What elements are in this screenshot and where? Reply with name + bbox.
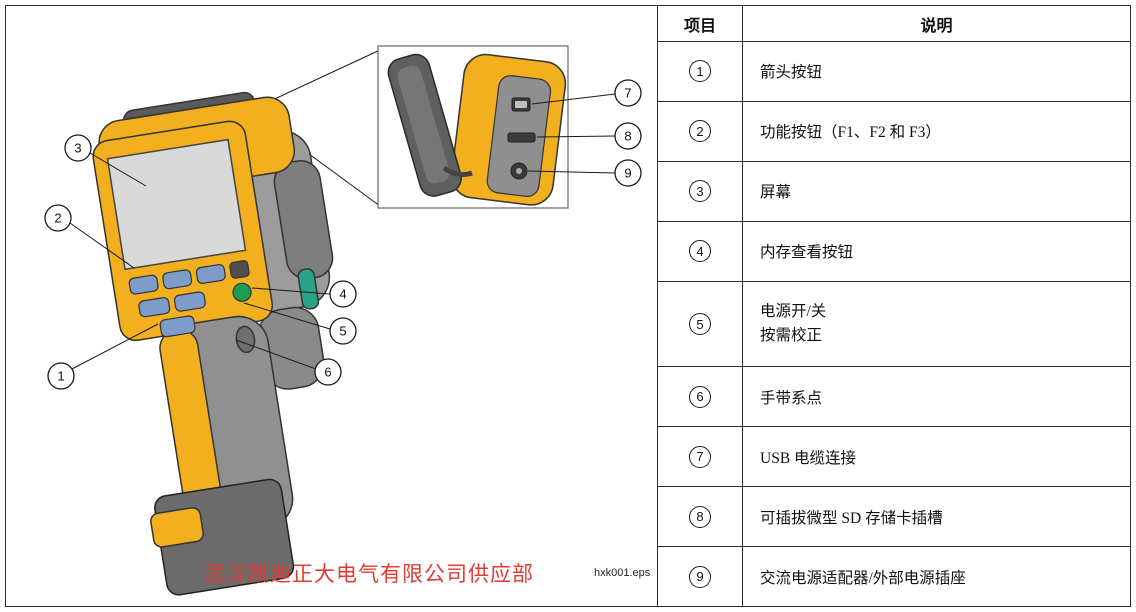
screen — [106, 138, 247, 271]
table-row: 2 功能按钮（F1、F2 和 F3） — [658, 101, 1130, 162]
callout-2-label: 2 — [54, 211, 61, 226]
item-number-badge: 3 — [689, 180, 711, 203]
f2-button — [162, 269, 193, 290]
power-button — [232, 282, 252, 302]
callout-5: 5 — [329, 317, 357, 345]
callout-3: 3 — [64, 134, 92, 162]
trigger-accent — [297, 268, 320, 310]
item-number-badge: 7 — [689, 445, 711, 468]
callout-4: 4 — [329, 280, 357, 308]
callout-6: 6 — [314, 358, 342, 386]
door-hinge-strap — [442, 165, 473, 178]
callout-9-label: 9 — [624, 166, 631, 181]
port-door-inner — [397, 65, 450, 184]
item-number-badge: 4 — [689, 240, 711, 263]
callout-5-label: 5 — [339, 324, 346, 339]
table-row: 9 交流电源适配器/外部电源插座 — [658, 547, 1130, 607]
memory-view-button — [229, 260, 250, 279]
item-cell: 2 — [658, 101, 743, 161]
connector-inset — [377, 45, 569, 209]
callout-3-label: 3 — [74, 141, 81, 156]
table-row: 6 手带系点 — [658, 367, 1130, 428]
item-cell: 1 — [658, 42, 743, 101]
arrow-button-right — [173, 291, 206, 312]
desc-text: USB 电缆连接 — [760, 449, 857, 467]
callout-4-label: 4 — [339, 287, 346, 302]
desc-text: 功能按钮（F1、F2 和 F3） — [760, 124, 941, 142]
callout-7: 7 — [614, 79, 642, 107]
item-number-badge: 1 — [689, 60, 711, 83]
item-cell: 7 — [658, 427, 743, 487]
button-cluster — [128, 260, 252, 338]
desc-cell: 电源开/关 按需校正 — [743, 282, 1130, 367]
desc-cell: 屏幕 — [743, 162, 1130, 221]
usb-port-inner — [515, 101, 527, 108]
item-cell: 9 — [658, 547, 743, 607]
figure-id: hxk001.eps — [594, 567, 651, 579]
desc-text: 交流电源适配器/外部电源插座 — [760, 569, 966, 587]
callout-1-label: 1 — [57, 369, 64, 384]
desc-cell: 可插拔微型 SD 存储卡插槽 — [743, 487, 1130, 546]
item-number-badge: 2 — [689, 120, 711, 143]
desc-cell: 箭头按钮 — [743, 42, 1130, 101]
callout-7-label: 7 — [624, 86, 631, 101]
callout-1: 1 — [47, 362, 75, 390]
arrow-button-down — [159, 315, 196, 338]
table-row: 8 可插拔微型 SD 存储卡插槽 — [658, 487, 1130, 548]
desc-text: 屏幕 — [760, 184, 792, 202]
callout-8-label: 8 — [624, 129, 631, 144]
desc-cell: 功能按钮（F1、F2 和 F3） — [743, 102, 1130, 161]
table-row: 5 电源开/关 按需校正 — [658, 281, 1130, 368]
item-cell: 3 — [658, 161, 743, 221]
item-cell: 6 — [658, 367, 743, 427]
f3-button — [195, 264, 226, 284]
hand-strap-anchor — [235, 325, 256, 354]
desc-cell: 手带系点 — [743, 367, 1130, 426]
desc-text: 箭头按钮 — [760, 64, 823, 82]
camera-illustration: 3 2 1 4 5 — [44, 45, 642, 596]
callout-markers: 3 2 1 4 5 — [44, 79, 642, 390]
desc-text: 内存查看按钮 — [760, 244, 854, 262]
battery-latch — [150, 507, 204, 548]
table-row: 7 USB 电缆连接 — [658, 427, 1130, 488]
item-number-badge: 6 — [689, 385, 711, 408]
parts-table: 项目 说明 1 箭头按钮 2 功能按钮（F1、F2 和 F3） — [657, 6, 1130, 607]
item-cell: 4 — [658, 221, 743, 281]
desc-line-1: 电源开/关 — [760, 303, 827, 320]
desc-line-2: 按需校正 — [760, 327, 823, 345]
table-row: 4 内存查看按钮 — [658, 221, 1130, 282]
desc-text: 电源开/关 按需校正 — [760, 300, 826, 348]
arrow-button-left — [138, 297, 171, 318]
desc-text: 手带系点 — [760, 389, 823, 407]
item-number-badge: 5 — [689, 313, 711, 336]
camera-diagram: 3 2 1 4 5 — [6, 6, 657, 606]
callout-6-label: 6 — [324, 365, 331, 380]
f1-button — [128, 274, 159, 295]
table-header-row: 项目 说明 — [658, 6, 1130, 42]
power-jack-pin — [516, 168, 522, 174]
callout-9: 9 — [614, 159, 642, 187]
desc-cell: 交流电源适配器/外部电源插座 — [743, 547, 1130, 606]
desc-cell: USB 电缆连接 — [743, 427, 1130, 486]
desc-text: 可插拔微型 SD 存储卡插槽 — [760, 509, 943, 527]
table-row: 1 箭头按钮 — [658, 42, 1130, 102]
callout-2: 2 — [44, 204, 72, 232]
callout-8: 8 — [614, 122, 642, 150]
header-item-cell: 项目 — [658, 6, 743, 41]
item-cell: 5 — [658, 281, 743, 367]
item-cell: 8 — [658, 487, 743, 547]
header-description-cell: 说明 — [920, 17, 953, 35]
supplier-watermark: 武汉凯迪正大电气有限公司供应部 — [204, 563, 534, 586]
item-number-badge: 9 — [689, 565, 711, 588]
camera-body — [92, 91, 334, 596]
callout-leader-lines — [69, 93, 616, 370]
table-row: 3 屏幕 — [658, 161, 1130, 222]
desc-cell: 内存查看按钮 — [743, 222, 1130, 281]
item-number-badge: 8 — [689, 505, 711, 528]
sd-card-slot — [507, 132, 536, 143]
page-frame: 3 2 1 4 5 — [5, 5, 1131, 607]
